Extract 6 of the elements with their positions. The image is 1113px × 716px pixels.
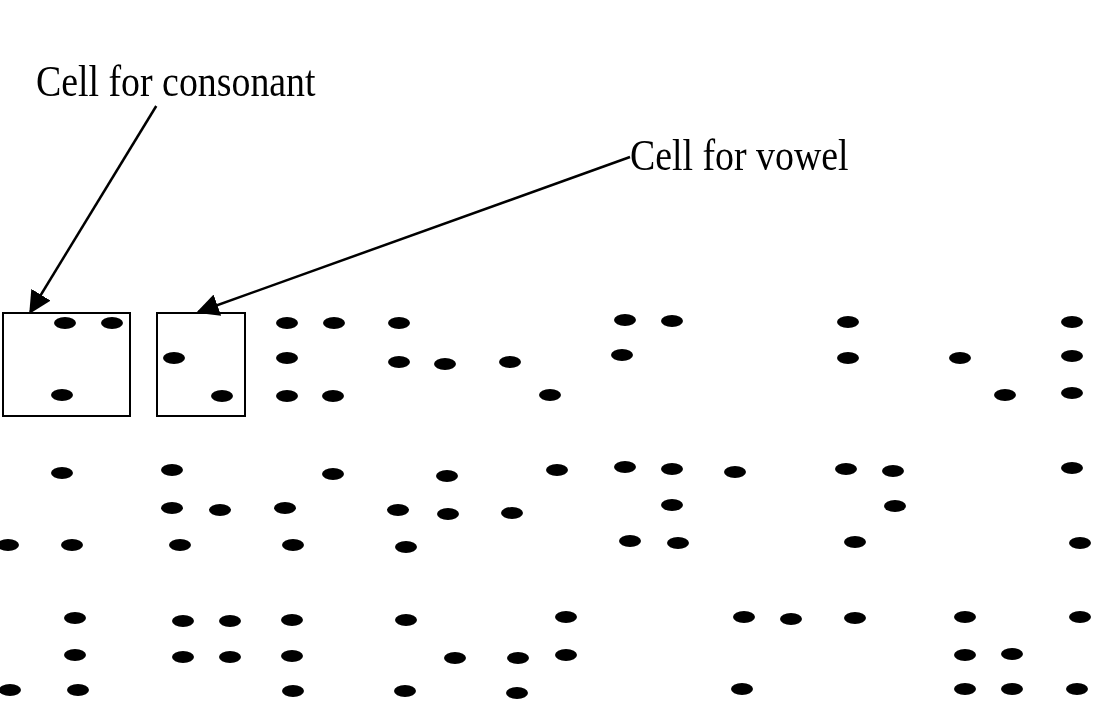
callout-label: Cell for consonant: [36, 60, 355, 106]
braille-cell-box: [2, 312, 131, 417]
braille-cell-box: [156, 312, 246, 417]
callout-label: Cell for vowel: [630, 134, 880, 180]
leader-arrow: [29, 105, 158, 314]
leader-arrow: [196, 155, 631, 316]
